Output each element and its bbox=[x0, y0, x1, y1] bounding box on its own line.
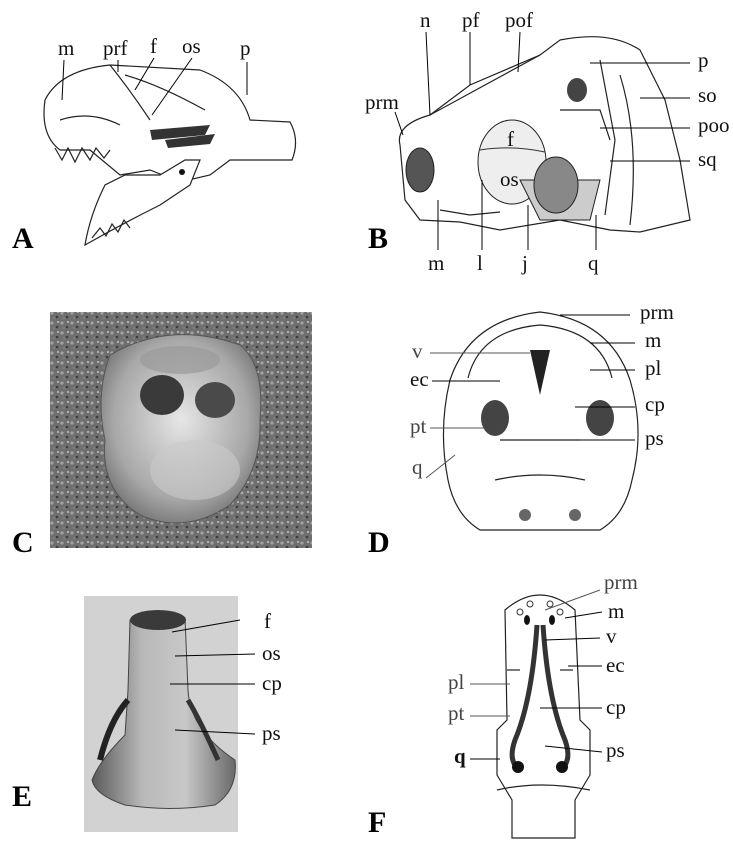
svg-text:prm: prm bbox=[604, 570, 638, 594]
svg-text:so: so bbox=[698, 83, 717, 107]
svg-text:pt: pt bbox=[448, 701, 465, 725]
panel-d-label-prm: prm bbox=[560, 300, 674, 324]
svg-text:cp: cp bbox=[262, 671, 282, 695]
skull-ventral-drawing bbox=[443, 312, 638, 530]
panel-f: prm m v ec pl cp pt ps bbox=[368, 570, 638, 839]
panel-c: C bbox=[12, 312, 312, 559]
svg-text:os: os bbox=[262, 641, 281, 665]
svg-text:pl: pl bbox=[448, 670, 465, 694]
panel-b-label-prm: prm bbox=[365, 90, 403, 135]
svg-text:l: l bbox=[477, 251, 483, 275]
svg-text:v: v bbox=[606, 624, 617, 648]
panel-f-label-pl: pl bbox=[448, 670, 510, 694]
panel-b-label-f-inner: f bbox=[507, 127, 514, 151]
fossil-skull-photo bbox=[101, 335, 261, 523]
panel-b: n pf pof prm f os p so poo bbox=[365, 8, 730, 275]
svg-text:p: p bbox=[698, 48, 709, 72]
svg-text:ps: ps bbox=[645, 426, 664, 450]
panel-a-label-p: p bbox=[240, 36, 251, 95]
panel-label-c: C bbox=[12, 526, 34, 559]
svg-text:m: m bbox=[428, 251, 444, 275]
svg-text:m: m bbox=[58, 36, 74, 60]
panel-b-label-pf: pf bbox=[462, 8, 480, 85]
svg-text:m: m bbox=[608, 599, 624, 623]
svg-text:cp: cp bbox=[645, 392, 665, 416]
svg-text:cp: cp bbox=[606, 695, 626, 719]
panel-f-label-q: q bbox=[454, 744, 500, 768]
svg-text:ps: ps bbox=[262, 721, 281, 745]
panel-label-d: D bbox=[368, 526, 390, 559]
svg-text:prm: prm bbox=[640, 300, 674, 324]
svg-text:m: m bbox=[645, 328, 661, 352]
svg-text:n: n bbox=[420, 8, 431, 32]
svg-text:q: q bbox=[412, 455, 423, 479]
panel-b-label-n: n bbox=[420, 8, 431, 115]
svg-text:prf: prf bbox=[103, 36, 128, 60]
svg-text:pf: pf bbox=[462, 8, 480, 32]
svg-text:q: q bbox=[588, 251, 599, 275]
svg-text:poo: poo bbox=[698, 113, 730, 137]
panel-b-label-os-inner: os bbox=[500, 167, 519, 191]
panel-label-a: A bbox=[12, 222, 34, 255]
svg-text:ps: ps bbox=[606, 738, 625, 762]
svg-text:prm: prm bbox=[365, 90, 399, 114]
panel-d: prm m v pl ec cp pt ps bbox=[368, 300, 674, 559]
panel-label-b: B bbox=[368, 222, 388, 255]
panel-label-f: F bbox=[368, 806, 386, 839]
svg-text:f: f bbox=[150, 34, 157, 58]
svg-text:pof: pof bbox=[505, 8, 533, 32]
skull-oblique-drawing bbox=[399, 37, 690, 232]
svg-text:pt: pt bbox=[410, 414, 427, 438]
svg-text:q: q bbox=[454, 744, 466, 768]
panel-f-label-pt: pt bbox=[448, 701, 510, 725]
panel-label-e: E bbox=[12, 780, 32, 813]
svg-text:pl: pl bbox=[645, 356, 662, 380]
skull-palatal-drawing bbox=[497, 595, 590, 838]
panel-a: m prf f os p A bbox=[12, 34, 296, 255]
svg-text:ec: ec bbox=[606, 653, 625, 677]
skull-lateral-drawing bbox=[44, 65, 296, 245]
svg-text:j: j bbox=[521, 251, 528, 275]
svg-text:os: os bbox=[182, 34, 201, 58]
svg-text:v: v bbox=[412, 339, 423, 363]
svg-text:ec: ec bbox=[410, 367, 429, 391]
svg-text:sq: sq bbox=[698, 147, 717, 171]
svg-text:f: f bbox=[264, 609, 271, 633]
svg-text:p: p bbox=[240, 36, 251, 60]
panel-e: f os cp ps E bbox=[12, 596, 282, 832]
